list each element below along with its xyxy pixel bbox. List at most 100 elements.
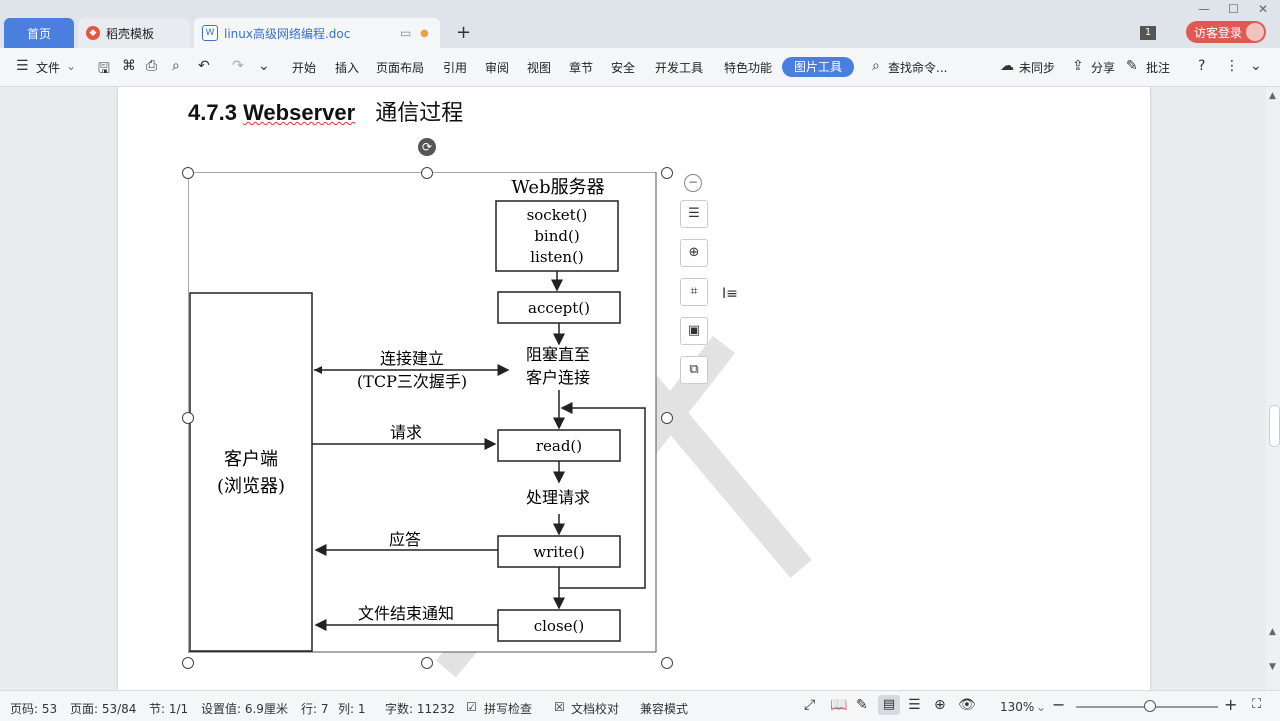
command-search[interactable]: 查找命令... <box>888 61 948 75</box>
client-box <box>189 292 313 652</box>
comment-button[interactable]: 批注 <box>1146 61 1171 75</box>
share-icon[interactable]: ⇪ <box>1072 58 1084 74</box>
spellcheck-button[interactable]: 拼写检查 <box>484 702 533 716</box>
page-view-icon[interactable]: ▤ <box>878 695 900 715</box>
zoom-slider-knob[interactable] <box>1144 700 1156 712</box>
accept-label: accept() <box>528 299 590 317</box>
spellcheck-icon: ☑ <box>466 700 477 714</box>
zoom-in-icon[interactable]: + <box>1224 695 1238 714</box>
zoom-level[interactable]: 130% <box>1000 700 1035 714</box>
response-label: 应答 <box>389 530 421 549</box>
tab-security[interactable]: 安全 <box>611 61 636 75</box>
eof-label: 文件结束通知 <box>358 604 454 623</box>
client-label-2: (浏览器) <box>217 476 285 497</box>
socket-label: socket() <box>527 206 588 224</box>
outline-view-icon[interactable]: ☰ <box>908 697 921 713</box>
visitor-login-label: 访客登录 <box>1194 25 1243 40</box>
page-number[interactable]: 页码: 53 <box>10 702 58 716</box>
share-button[interactable]: 分享 <box>1091 61 1116 75</box>
scroll-prev-page-icon[interactable]: ▲ <box>1269 627 1276 637</box>
collapse-minus-icon[interactable]: − <box>684 174 702 192</box>
tab-view[interactable]: 视图 <box>527 61 552 75</box>
resize-handle-nw[interactable] <box>182 167 194 179</box>
tab-templates[interactable]: ◆ 稻壳模板 <box>78 18 190 48</box>
write-mode-icon[interactable]: ✎ <box>856 697 868 713</box>
close-window-icon[interactable]: ✕ <box>1258 2 1269 16</box>
zoom-dropdown-icon[interactable]: ⌄ <box>1036 700 1047 714</box>
fit-page-icon[interactable]: ⛶ <box>1252 697 1262 712</box>
rotate-handle-icon[interactable]: ⟳ <box>418 138 436 156</box>
status-bar: 页码: 53 页面: 53/84 节: 1/1 设置值: 6.9厘米 行: 7 … <box>0 690 1280 721</box>
proofread-button[interactable]: 文档校对 <box>571 702 620 716</box>
section-heading: 4.7.3 Webserver 通信过程 <box>188 95 463 127</box>
chevron-down-icon[interactable]: ⌄ <box>66 59 77 73</box>
resize-handle-e[interactable] <box>661 412 673 424</box>
tab-chapter[interactable]: 章节 <box>569 61 594 75</box>
close-label: close() <box>534 617 585 635</box>
screen-icon[interactable]: ▭ <box>400 26 412 40</box>
resize-handle-se[interactable] <box>661 657 673 669</box>
resize-handle-sw[interactable] <box>182 657 194 669</box>
tab-insert[interactable]: 插入 <box>335 61 360 75</box>
zoom-out-icon[interactable]: − <box>1052 695 1066 714</box>
read-mode-icon[interactable]: 📖 <box>830 697 848 713</box>
accept-box <box>497 291 621 324</box>
tab-document[interactable]: W linux高级网络编程.doc ▭ ● <box>194 18 440 48</box>
write-label: write() <box>533 543 584 561</box>
comment-icon[interactable]: ✎ <box>1126 58 1138 74</box>
docer-logo-icon: ◆ <box>86 26 100 40</box>
eye-protect-icon[interactable]: 👁 <box>958 697 976 713</box>
save-icon[interactable]: 🖫 <box>98 61 110 77</box>
tab-home[interactable]: 首页 <box>4 18 74 48</box>
image-frame-icon[interactable]: ▣ <box>680 317 708 345</box>
more-chevron-icon[interactable]: ⌄ <box>258 58 270 74</box>
search-icon[interactable]: ⌕ <box>872 58 880 74</box>
resize-handle-ne[interactable] <box>661 167 673 179</box>
menu-icon[interactable]: ☰ <box>16 58 29 74</box>
image-convert-icon[interactable]: ⧉ <box>680 356 708 384</box>
tab-references[interactable]: 引用 <box>443 61 468 75</box>
print-icon[interactable]: ⎙ <box>146 58 158 74</box>
maximize-icon[interactable]: ☐ <box>1228 2 1239 16</box>
file-menu[interactable]: 文件 <box>36 61 61 75</box>
title-bar: 首页 ◆ 稻壳模板 W linux高级网络编程.doc ▭ ● + — ☐ ✕ … <box>0 0 1280 48</box>
redo-icon[interactable]: ↷ <box>232 58 244 74</box>
collapse-ribbon-icon[interactable]: ⌄ <box>1250 58 1262 74</box>
ribbon-toolbar: ☰ 文件 ⌄ 🖫 ⌘ ⎙ ⌕ ↶ ↷ ⌄ 开始 插入 页面布局 引用 审阅 视图… <box>0 48 1280 87</box>
page-count[interactable]: 页面: 53/84 <box>70 702 137 716</box>
tab-page-layout[interactable]: 页面布局 <box>376 61 425 75</box>
scroll-thumb[interactable] <box>1269 405 1280 447</box>
tab-picture-tools[interactable]: 图片工具 <box>782 57 854 77</box>
webserver-flow-diagram[interactable]: Web服务器 socket() bind() listen() accept()… <box>188 172 668 664</box>
web-view-icon[interactable]: ⊕ <box>934 697 946 713</box>
format-painter-icon[interactable]: ⌘ <box>122 58 136 74</box>
tab-developer[interactable]: 开发工具 <box>655 61 704 75</box>
crop-icon[interactable]: ⌗ <box>680 278 708 306</box>
window-count-badge[interactable]: 1 <box>1140 26 1156 40</box>
word-count[interactable]: 字数: 11232 <box>385 702 456 716</box>
tab-features[interactable]: 特色功能 <box>724 61 773 75</box>
text-wrap-icon[interactable]: ☰ <box>680 200 708 228</box>
minimize-icon[interactable]: — <box>1198 2 1210 16</box>
sync-status[interactable]: 未同步 <box>1019 61 1056 75</box>
tab-start[interactable]: 开始 <box>292 61 317 75</box>
scroll-up-icon[interactable]: ▲ <box>1269 91 1276 101</box>
zoom-image-icon[interactable]: ⊕ <box>680 239 708 267</box>
vertical-scrollbar[interactable]: ▲ ▲ ▼ <box>1266 87 1280 690</box>
scroll-next-page-icon[interactable]: ▼ <box>1269 662 1276 672</box>
undo-icon[interactable]: ↶ <box>198 58 210 74</box>
new-tab-icon[interactable]: + <box>456 22 472 43</box>
tab-review[interactable]: 审阅 <box>485 61 510 75</box>
resize-handle-w[interactable] <box>182 412 194 424</box>
fullscreen-icon[interactable]: ⤢ <box>804 697 816 713</box>
word-doc-icon: W <box>202 25 218 41</box>
compat-mode: 兼容模式 <box>640 702 689 716</box>
more-options-icon[interactable]: ⋮ <box>1225 58 1239 74</box>
resize-handle-n[interactable] <box>421 167 433 179</box>
print-preview-icon[interactable]: ⌕ <box>172 58 180 74</box>
visitor-login-button[interactable]: 访客登录 <box>1186 21 1266 43</box>
help-icon[interactable]: ? <box>1198 58 1206 74</box>
resize-handle-s[interactable] <box>421 657 433 669</box>
avatar <box>1246 23 1264 41</box>
cloud-sync-icon[interactable]: ☁ <box>1000 58 1014 74</box>
